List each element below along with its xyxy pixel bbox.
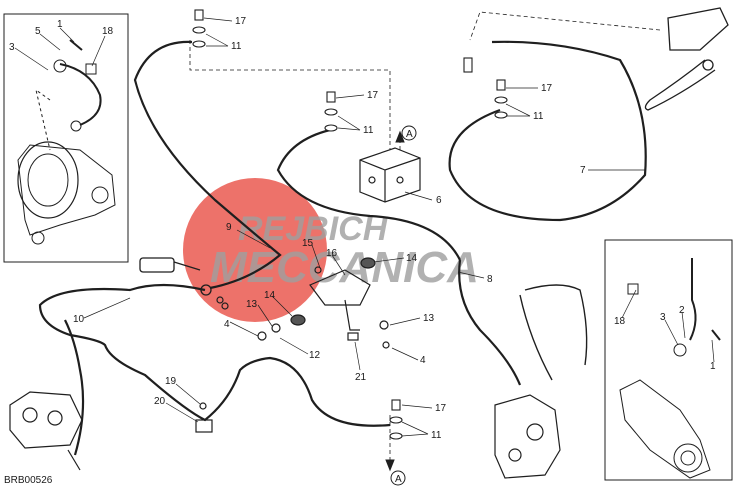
callout-6: 6 [436,195,442,206]
callout-17: 17 [367,90,379,101]
callout-8: 8 [487,274,493,285]
callout-15: 15 [302,238,314,249]
hose-front-left [64,319,85,456]
callout-13: 13 [423,313,435,324]
callout-14: 14 [406,253,418,264]
callout-11: 11 [431,430,442,441]
callout-14: 14 [264,290,276,301]
callout-11: 11 [533,111,544,122]
callout-4: 4 [224,319,230,330]
hose-9 [133,40,282,290]
hose-10 [38,283,391,427]
callout-7: 7 [580,165,586,176]
ref-circle-a-top [401,125,417,141]
callout-13: 13 [246,299,258,310]
ref-circle-a-bottom [390,470,406,486]
callout-21: 21 [355,372,367,383]
hose-rear [524,284,588,366]
arrows [385,130,405,472]
rear-caliper [494,394,561,479]
callout-3: 3 [660,312,666,323]
front-master-cylinder [644,7,729,111]
rear-master-cylinder [139,257,212,296]
callout-2: 2 [679,305,685,316]
detail-box-rear-sensor [604,239,733,481]
brackets [195,257,390,433]
brake-hoses [38,40,647,456]
callout-labels: 1 5 3 18 17 11 17 11 17 11 A 6 7 9 15 16… [9,16,716,485]
callout-17: 17 [235,16,247,27]
callout-1: 1 [710,361,716,372]
drawing-code: BRB00526 [4,475,53,486]
watermark-line2: MECCANICA [210,243,479,292]
callout-11: 11 [363,125,374,136]
detail-box-front-sensor [3,13,129,263]
abs-modulator [359,147,421,203]
callout-18: 18 [102,26,114,37]
hose-8 [458,259,522,386]
callout-16: 16 [326,248,338,259]
callout-a: A [406,129,413,140]
callout-18: 18 [614,316,626,327]
callout-17: 17 [541,83,553,94]
callout-5: 5 [35,26,41,37]
callout-a: A [395,474,402,485]
callout-1: 1 [57,19,63,30]
hose-7 [448,40,647,222]
callout-4: 4 [420,355,426,366]
hose-6 [276,128,461,261]
callout-19: 19 [165,376,177,387]
banjo-fittings [192,9,508,440]
callout-20: 20 [154,396,166,407]
callout-12: 12 [309,350,321,361]
callout-9: 9 [226,222,232,233]
callout-10: 10 [73,314,85,325]
leader-lines [14,17,715,437]
front-caliper [9,391,83,471]
callout-11: 11 [231,41,242,52]
callout-17: 17 [435,403,447,414]
callout-3: 3 [9,42,15,53]
